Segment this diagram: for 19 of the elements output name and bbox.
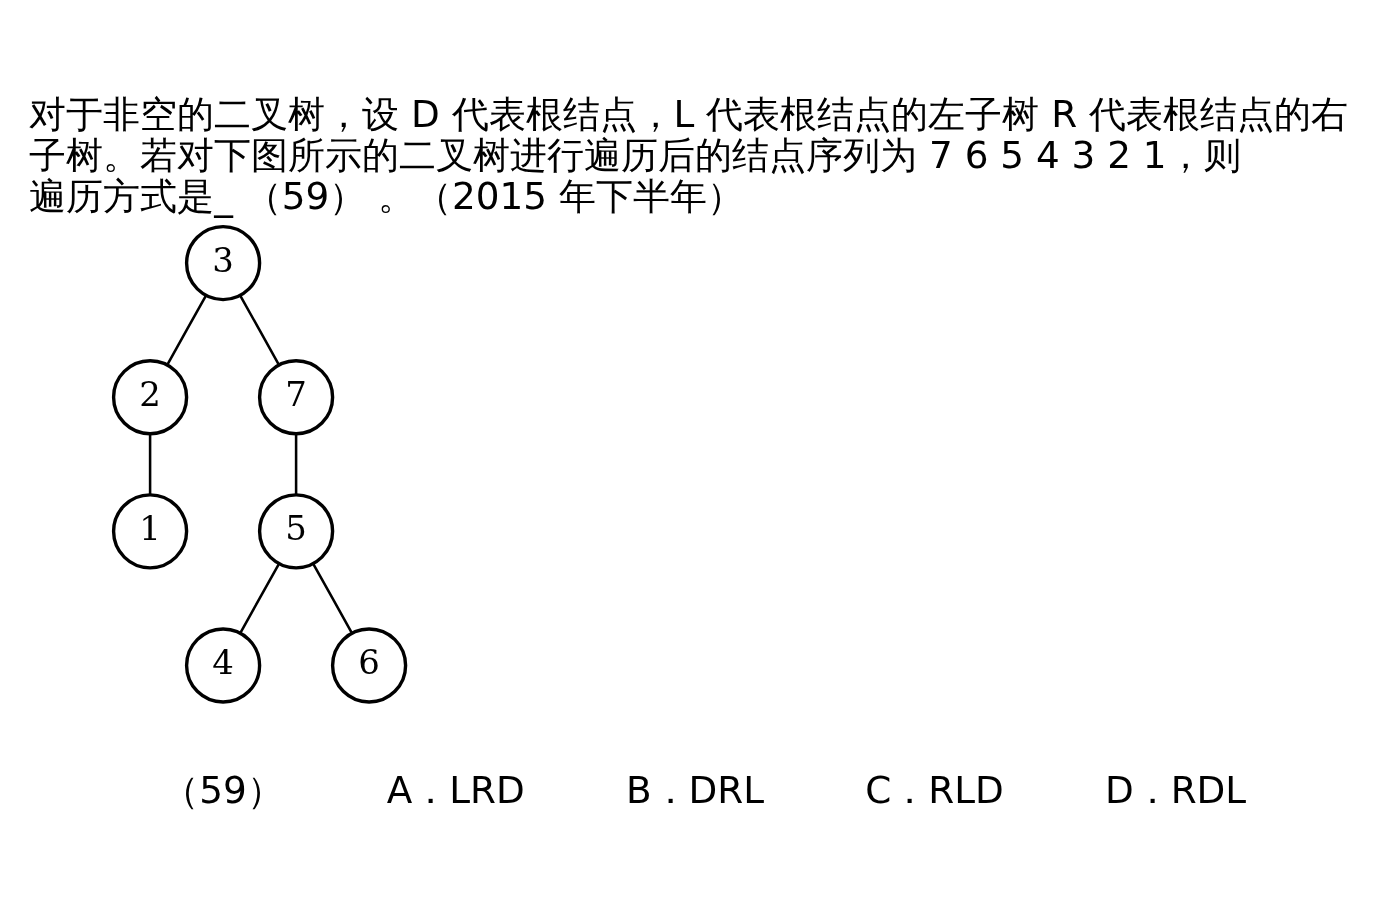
node-circle: 1 [111,492,189,570]
node-circle: 6 [330,626,408,704]
label: D．RDL [1104,767,1247,812]
connector [239,294,281,365]
connector [148,433,152,495]
node-circle: 4 [184,626,262,704]
label: B．DRL [625,767,765,812]
label: （59） [162,767,284,812]
connector [294,433,298,495]
connector [239,562,280,634]
node-circle: 7 [257,358,335,435]
node-circle: 5 [257,492,335,570]
node-circle: 2 [111,358,189,435]
label: C．RLD [865,767,1004,812]
node-circle: 3 [184,224,262,301]
label: A．LRD [386,767,525,812]
connector [312,562,354,634]
connector [166,294,207,365]
diagram-title: 对于非空的二叉树，设 D 代表根结点，L 代表根结点的左子树 R 代表根结点的右子树。若对下图所示的二叉树进行遍历后的结点序列为 7 6 5 4 3 2 1，则遍历方式是_ （59） 。（2015 年下半年） [29,91,1349,218]
